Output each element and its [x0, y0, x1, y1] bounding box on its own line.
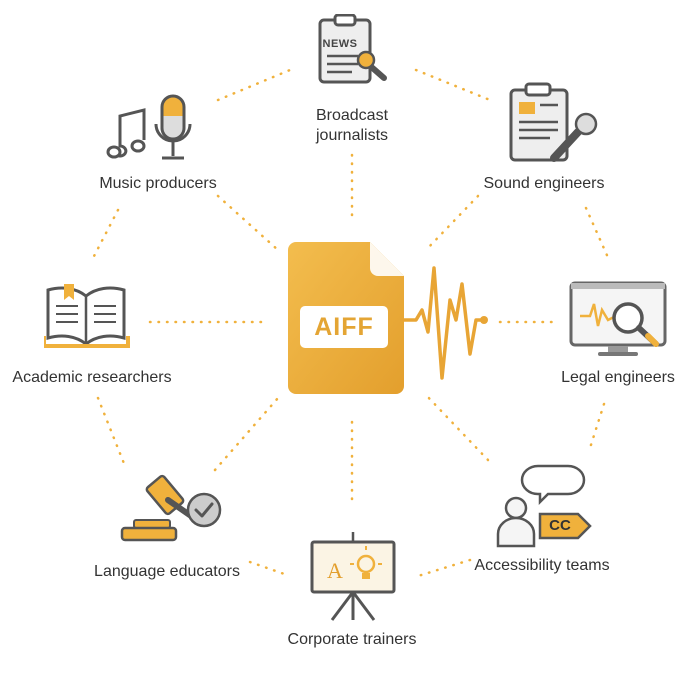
ring-seg-1 [216, 68, 292, 102]
open-book-icon [44, 284, 130, 348]
ring-seg-3 [584, 206, 612, 264]
person-speech-cc-icon [496, 464, 592, 548]
presentation-board-lightbulb-icon [310, 532, 396, 621]
label-accessibility-teams: Accessibility teams [474, 557, 610, 574]
news-badge-text: NEWS [322, 38, 358, 50]
gavel-checkmark-icon [120, 474, 222, 542]
monitor-waveform-magnifier-icon [569, 281, 667, 356]
ring-seg-5 [416, 558, 472, 578]
music-note-microphone-icon [106, 94, 192, 160]
label-sound-engineers: Sound engineers [483, 175, 605, 192]
label-broadcast-line2: journalists [315, 127, 389, 144]
spoke-bottom-right [424, 393, 490, 462]
spoke-top-right [424, 194, 480, 252]
news-clipboard-microphone-icon [318, 14, 387, 84]
ring-seg-8 [90, 208, 120, 262]
spoke-bottom-left [213, 396, 280, 472]
ring-seg-7 [96, 396, 127, 468]
presentation-letter: A [327, 558, 343, 583]
label-corporate-trainers: Corporate trainers [287, 631, 417, 648]
aiff-label: AIFF [300, 306, 388, 348]
label-music-producers: Music producers [99, 175, 217, 192]
clipboard-microphone-icon [509, 82, 598, 162]
label-legal-engineers: Legal engineers [561, 369, 675, 386]
cc-badge-text: CC [549, 517, 571, 534]
spoke-top-left [216, 194, 280, 252]
ring-seg-6 [248, 560, 292, 578]
waveform-icon [400, 266, 488, 380]
label-academic-researchers: Academic researchers [12, 369, 172, 386]
label-broadcast-line1: Broadcast [315, 107, 389, 124]
label-language-educators: Language educators [94, 563, 240, 580]
ring-seg-2 [414, 68, 492, 102]
ring-seg-4 [588, 402, 606, 450]
